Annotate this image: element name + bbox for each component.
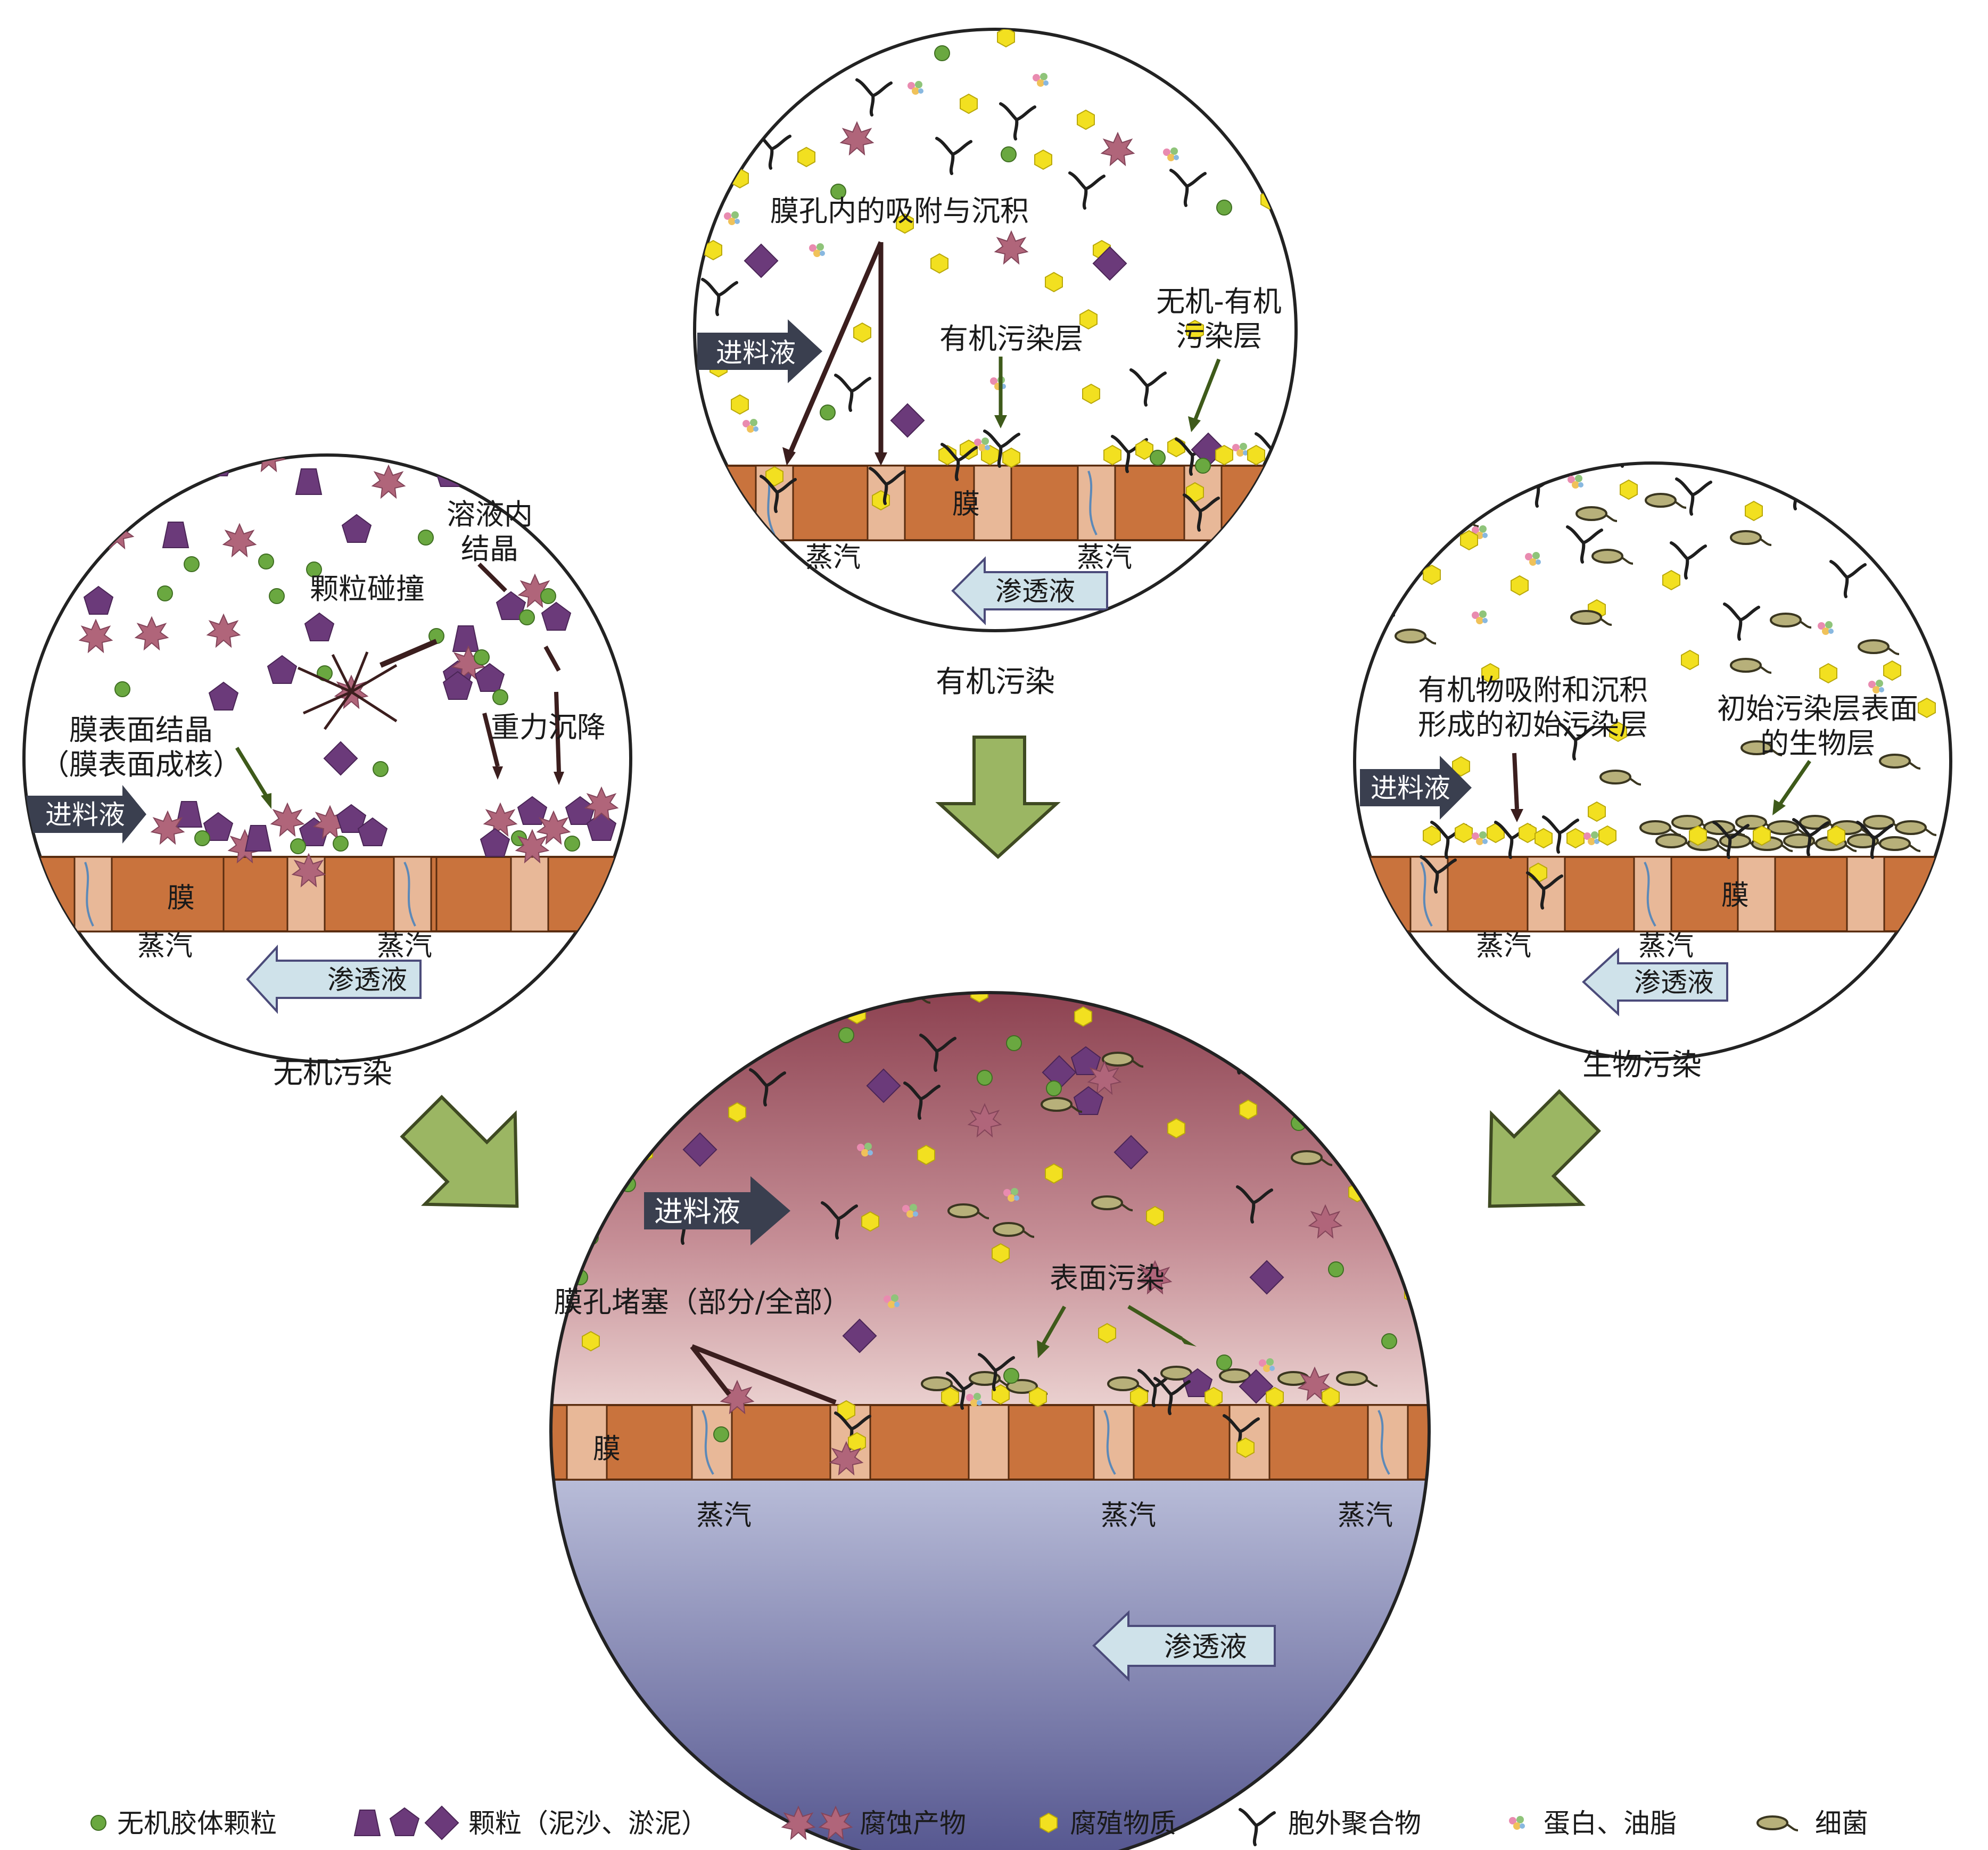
feed-label: 进料液 — [654, 1195, 740, 1228]
arrow-left-down — [400, 1095, 519, 1208]
legend-label: 蛋白、油脂 — [1544, 1808, 1677, 1839]
pore-adsorption-label: 膜孔内的吸附与沉积 — [770, 194, 1029, 228]
vapor-label: 蒸汽 — [696, 1500, 752, 1532]
organic-fouling-panel: 膜孔内的吸附与沉积 有机污染层 无机-有机污染层 进料液 膜 蒸汽 蒸汽 渗透液 — [693, 28, 1298, 632]
permeate-arrow — [246, 944, 422, 1014]
legend-label: 腐殖物质 — [1070, 1808, 1176, 1839]
combined-fouling-panel: 进料液 膜孔堵塞（部分/全部） 表面污染 膜 蒸汽 蒸汽 蒸汽 渗透液 — [549, 991, 1431, 1850]
permeate-arrow — [951, 556, 1108, 625]
solution-crystal-label: 溶液内结晶 — [447, 498, 533, 566]
vapor-label: 蒸汽 — [1338, 1500, 1393, 1532]
protein-icon — [1509, 1816, 1525, 1830]
legend: 无机胶体颗粒 颗粒（泥沙、淤泥） 腐蚀产物 腐殖物质 胞外聚合物 蛋白、油脂 细… — [90, 1805, 1868, 1845]
vapor-label: 蒸汽 — [1638, 930, 1694, 962]
biolayer-label: 初始污染层表面的生物层 — [1717, 692, 1918, 760]
bio-caption: 生物污染 — [1582, 1048, 1702, 1083]
arrow-right-down — [1488, 1089, 1601, 1208]
inorganic-fouling-panel: 溶液内结晶 颗粒碰撞 膜表面结晶（膜表面成核） 重力沉降 进料液 膜 蒸汽 蒸汽… — [22, 453, 632, 1063]
mixed-layer-label: 无机-有机污染层 — [1156, 285, 1282, 353]
inorganic-caption: 无机污染 — [273, 1056, 392, 1091]
vapor-label: 蒸汽 — [805, 542, 861, 574]
colloid-icon — [90, 1815, 106, 1831]
vapor-label: 蒸汽 — [137, 930, 193, 962]
legend-label: 胞外聚合物 — [1288, 1808, 1421, 1839]
particle-icon — [354, 1805, 459, 1840]
gravity-label: 重力沉降 — [491, 711, 606, 744]
permeate-arrow — [1582, 947, 1728, 1017]
membrane-label: 膜 — [593, 1433, 621, 1465]
particle-collision-label: 颗粒碰撞 — [310, 572, 425, 606]
permeate-arrow — [1092, 1610, 1276, 1682]
initial-layer-label: 有机物吸附和沉积形成的初始污染层 — [1418, 673, 1648, 741]
vapor-label: 蒸汽 — [377, 930, 432, 962]
arrow-top-down — [935, 736, 1061, 860]
membrane-label: 膜 — [167, 882, 195, 914]
feed-label: 进料液 — [716, 337, 796, 368]
feed-label: 进料液 — [45, 799, 125, 830]
permeate-label: 渗透液 — [1634, 967, 1714, 998]
permeate-label: 渗透液 — [1164, 1631, 1247, 1663]
surface-crystal-label: 膜表面结晶（膜表面成核） — [40, 713, 242, 781]
permeate-label: 渗透液 — [995, 576, 1075, 607]
membrane-label: 膜 — [952, 489, 980, 521]
pore-blocking-label: 膜孔堵塞（部分/全部） — [554, 1285, 851, 1319]
legend-label: 细菌 — [1815, 1808, 1868, 1839]
vapor-label: 蒸汽 — [1077, 542, 1132, 574]
surface-fouling-label: 表面污染 — [1050, 1261, 1165, 1295]
membrane-label: 膜 — [1721, 880, 1749, 912]
organic-layer-label: 有机污染层 — [939, 322, 1083, 356]
legend-label: 颗粒（泥沙、淤泥） — [468, 1808, 708, 1839]
permeate-label: 渗透液 — [327, 964, 407, 995]
legend-label: 腐蚀产物 — [860, 1808, 966, 1839]
eps-icon — [1240, 1810, 1274, 1845]
organic-caption: 有机污染 — [936, 665, 1055, 699]
feed-label: 进料液 — [1371, 773, 1450, 804]
bacteria-icon — [1756, 1815, 1799, 1831]
humic-icon — [1040, 1813, 1058, 1833]
vapor-label: 蒸汽 — [1101, 1500, 1156, 1532]
vapor-label: 蒸汽 — [1476, 930, 1531, 962]
bio-fouling-panel: 有机物吸附和沉积形成的初始污染层 初始污染层表面的生物层 进料液 膜 蒸汽 蒸汽… — [1353, 461, 1952, 1061]
legend-label: 无机胶体颗粒 — [117, 1808, 277, 1839]
